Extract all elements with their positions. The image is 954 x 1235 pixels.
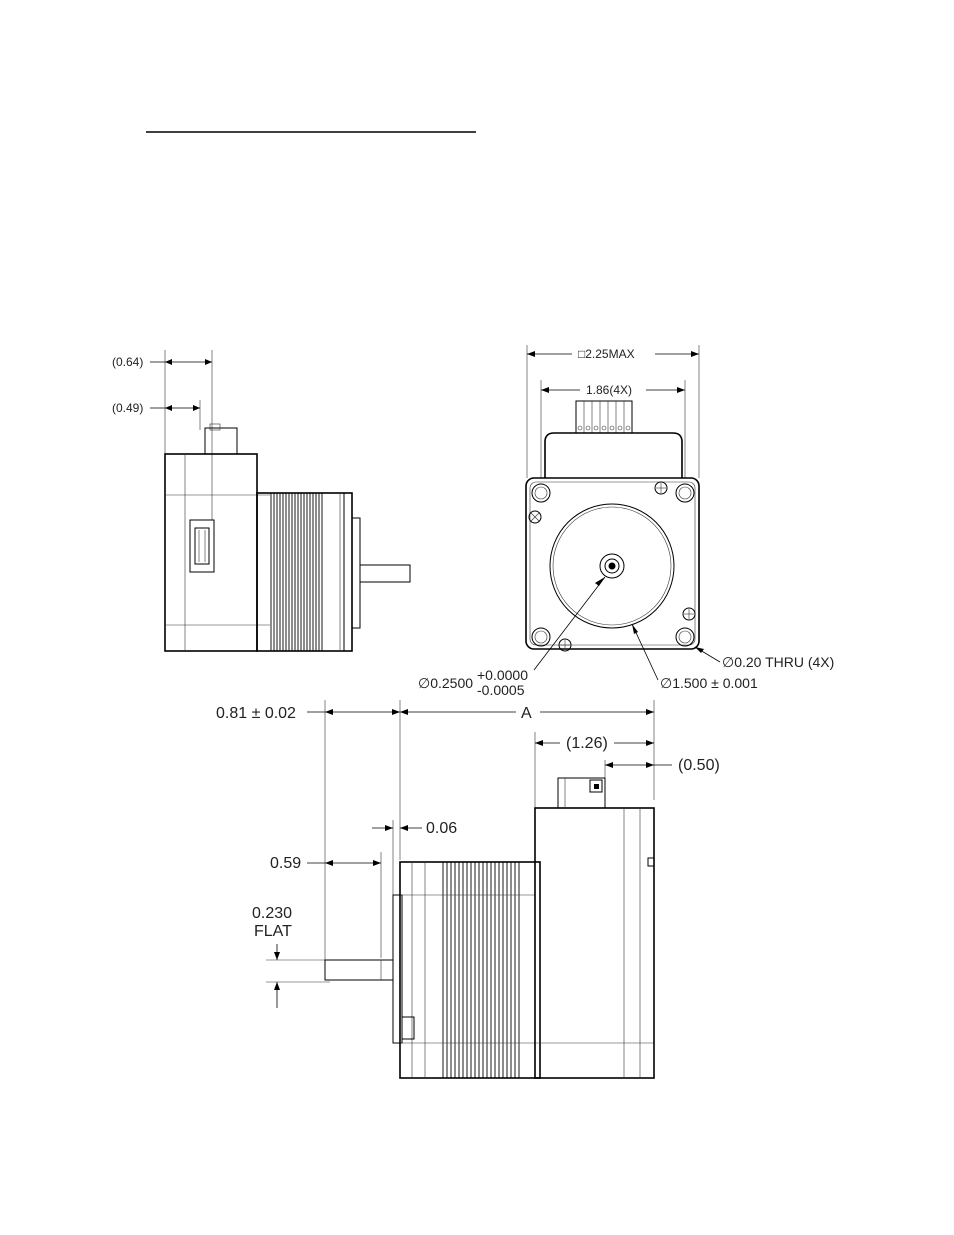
dim-shaft-tol-plus: +0.0000 (477, 667, 528, 683)
dim-shaft-tol-minus: -0.0005 (477, 682, 525, 698)
dim-a-label: A (521, 705, 532, 722)
bottom-side-view: 0.81 ± 0.02 A (1.26) (0.50) 0.06 0.59 0.… (216, 700, 720, 1078)
dim-126-label: (1.26) (566, 735, 608, 752)
side-shaft (360, 565, 410, 582)
side-view: (0.64) (0.49) (112, 350, 410, 651)
bottom-shaft (325, 960, 393, 980)
front-terminal-block (576, 401, 632, 433)
dim-225-label: □2.25MAX (578, 347, 635, 361)
dim-049-label: (0.49) (112, 401, 143, 415)
screw-icon (655, 482, 667, 494)
screw-icon (529, 511, 541, 523)
dim-006-label: 0.06 (426, 820, 457, 837)
dim-050-label: (0.50) (678, 757, 720, 774)
bottom-driver-box (535, 808, 654, 1078)
dim-081-label: 0.81 ± 0.02 (216, 705, 296, 722)
screw-icon (683, 608, 695, 620)
dim-pilot-dia-label: ∅1.500 ± 0.001 (660, 675, 758, 691)
dim-064-label: (0.64) (112, 355, 143, 369)
dim-flat-word: FLAT (254, 923, 292, 940)
screw-icon (559, 639, 571, 651)
side-driver-box (165, 454, 257, 651)
dim-059-label: 0.59 (270, 855, 301, 872)
dim-flat-value: 0.230 (252, 905, 292, 922)
dim-186-label: 1.86(4X) (586, 383, 632, 397)
dim-shaft-dia-label: ∅0.2500 (418, 675, 473, 691)
front-driver-housing (545, 433, 682, 478)
front-view: □2.25MAX 1.86(4X) (418, 345, 834, 698)
dim-thru-holes-label: ∅0.20 THRU (4X) (722, 654, 834, 670)
